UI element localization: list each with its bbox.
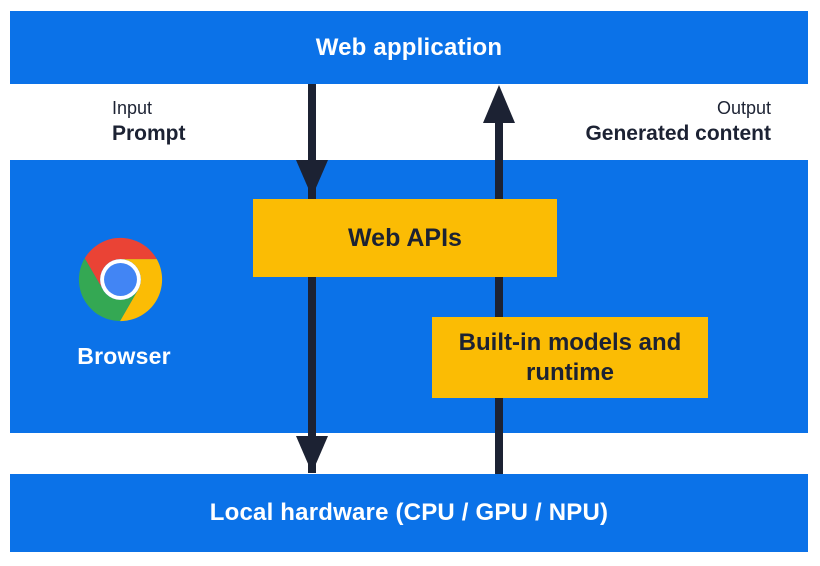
up-arrowhead-to-web-application — [483, 85, 515, 123]
down-arrowhead-to-web-apis — [296, 160, 328, 197]
web-apis-box: Web APIs — [253, 199, 557, 277]
web-apis-label: Web APIs — [348, 223, 462, 252]
browser-label: Browser — [77, 343, 171, 369]
local-hardware-bar: Local hardware (CPU / GPU / NPU) — [10, 474, 808, 552]
down-arrowhead-to-hardware — [296, 436, 328, 473]
down-arrow-line — [308, 84, 316, 473]
web-application-bar: Web application — [10, 11, 808, 84]
builtin-models-label: Built-in models and runtime — [458, 328, 682, 386]
input-title: Input — [112, 98, 153, 118]
output-flow-label: Output Generated content — [585, 96, 771, 147]
up-arrow-line — [495, 120, 503, 474]
chrome-icon — [78, 237, 163, 322]
local-hardware-label: Local hardware (CPU / GPU / NPU) — [209, 499, 609, 526]
output-value: Generated content — [585, 122, 771, 145]
input-value: Prompt — [112, 122, 186, 145]
input-flow-label: Input Prompt — [112, 96, 186, 147]
web-application-label: Web application — [315, 33, 503, 61]
builtin-models-box: Built-in models and runtime — [432, 317, 708, 398]
output-title: Output — [716, 98, 771, 118]
